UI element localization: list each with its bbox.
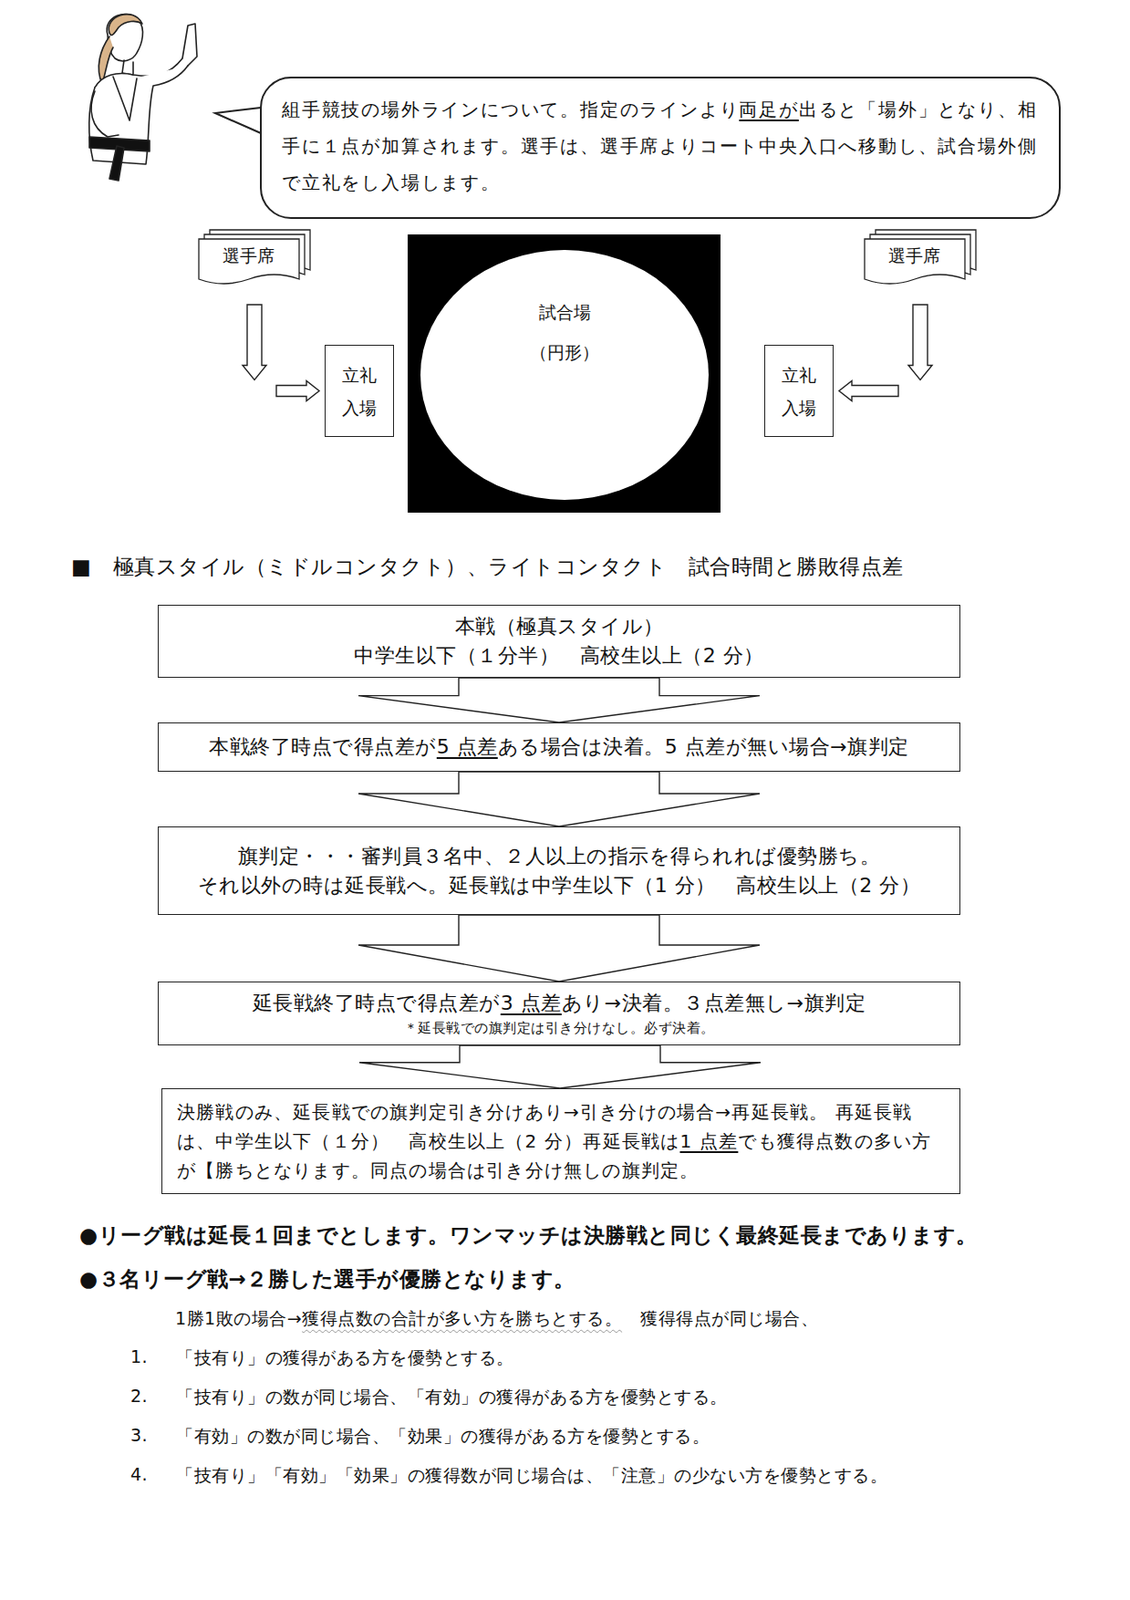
text-line: 入場 [781,391,817,425]
chevron-arrow [358,677,760,723]
note-line: 「技有り」の数が同じ場合、「有効」の獲得がある方を優勢とする。 [176,1385,728,1410]
text-line: 選手席 [222,244,275,269]
note-text: 「有効」の数が同じ場合、「効果」の獲得がある方を優勢とする。 [176,1424,710,1449]
text-line: 入場 [342,391,377,425]
node-text: ある場合は決着。5 点差が無い場合→旗判定 [497,735,910,758]
flow-arrow [242,304,320,402]
note-text: 2. [130,1385,148,1406]
note-line: 3. [130,1424,148,1445]
node-text: 入場 [342,397,377,418]
note-line: 1勝1敗の場合→獲得点数の合計が多い方を勝ちとする。獲得得点が同じ場合、 [175,1306,819,1331]
node-text: それ以外の時は延長戦へ。延長戦は中学生以下（1 分） 高校生以上（2 分） [197,873,921,897]
flow-arrow [358,771,760,827]
node-text: 組手競技の場外ラインについて。指定のラインより [281,98,739,121]
text-line: （円形） [529,331,600,373]
bullet-note: ●３名リーグ戦→２勝した選手が優勝となります。 [79,1264,576,1294]
note-line: 2. [130,1385,148,1406]
karate-figure [89,13,197,181]
side-arrow [276,381,320,402]
text-line: 選手席 [888,244,941,269]
node-text: 本戦（極真スタイル） [455,614,664,638]
speech-tail [215,107,261,134]
node-text: 3 点差 [500,991,562,1015]
text-line: ＊延長戦での旗判定は引き分けなし。必ず決着。 [404,1017,716,1038]
bow-entry-box: 立礼入場 [764,344,834,437]
node-text: 入場 [781,397,817,418]
node-text: 旗判定・・・審判員３名中、２人以上の指示を得られれば優勢勝ち。 [238,844,882,868]
bullet-note: ●リーグ戦は延長１回までとします。ワンマッチは決勝戦と同じく最終延長まであります… [79,1221,978,1250]
node-text: 選手席 [222,245,275,266]
node-text: （円形） [529,342,600,363]
node-text: 本戦終了時点で得点差が [208,735,437,758]
note-text: 1勝1敗の場合→ [175,1306,302,1331]
chevron-arrow [359,1045,761,1089]
chevron-arrow [358,771,760,827]
node-text: ＊延長戦での旗判定は引き分けなし。必ず決着。 [404,1019,716,1037]
player-seat: 選手席 [198,229,311,287]
note-line: 「技有り」の獲得がある方を優勢とする。 [176,1346,515,1370]
node-text: 1 点差 [679,1130,738,1152]
court-ellipse [420,249,709,500]
document-page [864,238,965,284]
note-line: 4. [130,1463,148,1484]
process-box: 決勝戦のみ、延長戦での旗判定引き分けあり→引き分けの場合→再延長戦。 再延長戦は… [161,1088,961,1194]
text-line: それ以外の時は延長戦へ。延長戦は中学生以下（1 分） 高校生以上（2 分） [197,870,921,901]
text-line: 本戦（極真スタイル） [455,611,664,642]
note-text: 「技有り」「有効」「効果」の獲得数が同じ場合は、「注意」の少ない方を優勢とする。 [176,1463,888,1488]
text-line: 中学生以下（１分半） 高校生以上（2 分） [353,641,765,671]
node-text: 立礼 [781,364,817,385]
note-text: 4. [130,1463,148,1484]
note-line: 「技有り」「有効」「効果」の獲得数が同じ場合は、「注意」の少ない方を優勢とする。 [176,1463,888,1488]
text-line: 決勝戦のみ、延長戦での旗判定引き分けあり→引き分けの場合→再延長戦。 再延長戦は… [176,1097,945,1185]
note-line: ●リーグ戦は延長１回までとします。ワンマッチは決勝戦と同じく最終延長まであります… [79,1221,978,1250]
down-arrow [908,304,933,381]
note-text: 獲得得点が同じ場合、 [640,1306,819,1331]
flow-arrow [359,1045,761,1089]
node-text: 延長戦終了時点で得点差が [252,991,501,1015]
text-line: 試合場 [539,291,591,332]
court-square [407,234,721,513]
note-text: 「技有り」の獲得がある方を優勢とする。 [176,1346,515,1370]
chevron-arrow [358,914,760,982]
process-box: 旗判定・・・審判員３名中、２人以上の指示を得られれば優勢勝ち。それ以外の時は延長… [157,826,961,915]
document-page [198,238,300,284]
note-text: 1. [130,1346,148,1367]
note-text: 3. [130,1424,148,1445]
text-line: 本戦終了時点で得点差が5 点差ある場合は決着。5 点差が無い場合→旗判定 [208,732,909,762]
text-line: 旗判定・・・審判員３名中、２人以上の指示を得られれば優勢勝ち。 [238,841,882,871]
node-text: あり→決着。３点差無し→旗判定 [561,991,866,1015]
node-text: 立礼 [342,364,377,385]
process-box: 本戦（極真スタイル） 中学生以下（１分半） 高校生以上（2 分） [157,604,961,678]
speech-bubble: 組手競技の場外ラインについて。指定のラインより両足が出ると「場外」となり、相手に… [259,76,1061,219]
player-seat: 選手席 [864,229,976,287]
process-box: 延長戦終了時点で得点差が3 点差あり→決着。３点差無し→旗判定＊延長戦での旗判定… [157,981,961,1046]
flow-arrow [839,304,933,402]
down-arrow [242,304,267,381]
note-text: 「技有り」の数が同じ場合、「有効」の獲得がある方を優勢とする。 [176,1385,728,1410]
note-line: 「有効」の数が同じ場合、「効果」の獲得がある方を優勢とする。 [176,1424,710,1449]
text-line: 延長戦終了時点で得点差が3 点差あり→決着。３点差無し→旗判定 [252,988,866,1018]
section-heading: ■ 極真スタイル（ミドルコンタクト）、ライトコンタクト 試合時間と勝敗得点差 [71,552,904,581]
process-box: 本戦終了時点で得点差が5 点差ある場合は決着。5 点差が無い場合→旗判定 [157,722,961,772]
flow-arrow [358,677,760,723]
text-line: 組手競技の場外ラインについて。指定のラインより両足が出ると「場外」となり、相手に… [281,91,1039,201]
node-text: 両足が [738,98,799,121]
note-text: 獲得点数の合計が多い方を勝ちとする。 [301,1306,623,1331]
side-arrow [839,381,899,402]
text-line: 立礼 [342,358,377,392]
node-text: 試合場 [539,301,591,322]
node-text: 中学生以下（１分半） 高校生以上（2 分） [353,643,765,667]
node-text: 5 点差 [436,735,498,758]
note-line: 1. [130,1346,148,1367]
court-ellipse-fill [420,249,709,500]
bow-entry-box: 立礼入場 [324,344,394,437]
note-line: ●３名リーグ戦→２勝した選手が優勝となります。 [79,1264,576,1294]
text-line: 立礼 [781,358,817,392]
node-text: 選手席 [888,245,941,266]
court-circle: 試合場 （円形） [420,249,709,500]
flow-arrow [358,914,760,982]
